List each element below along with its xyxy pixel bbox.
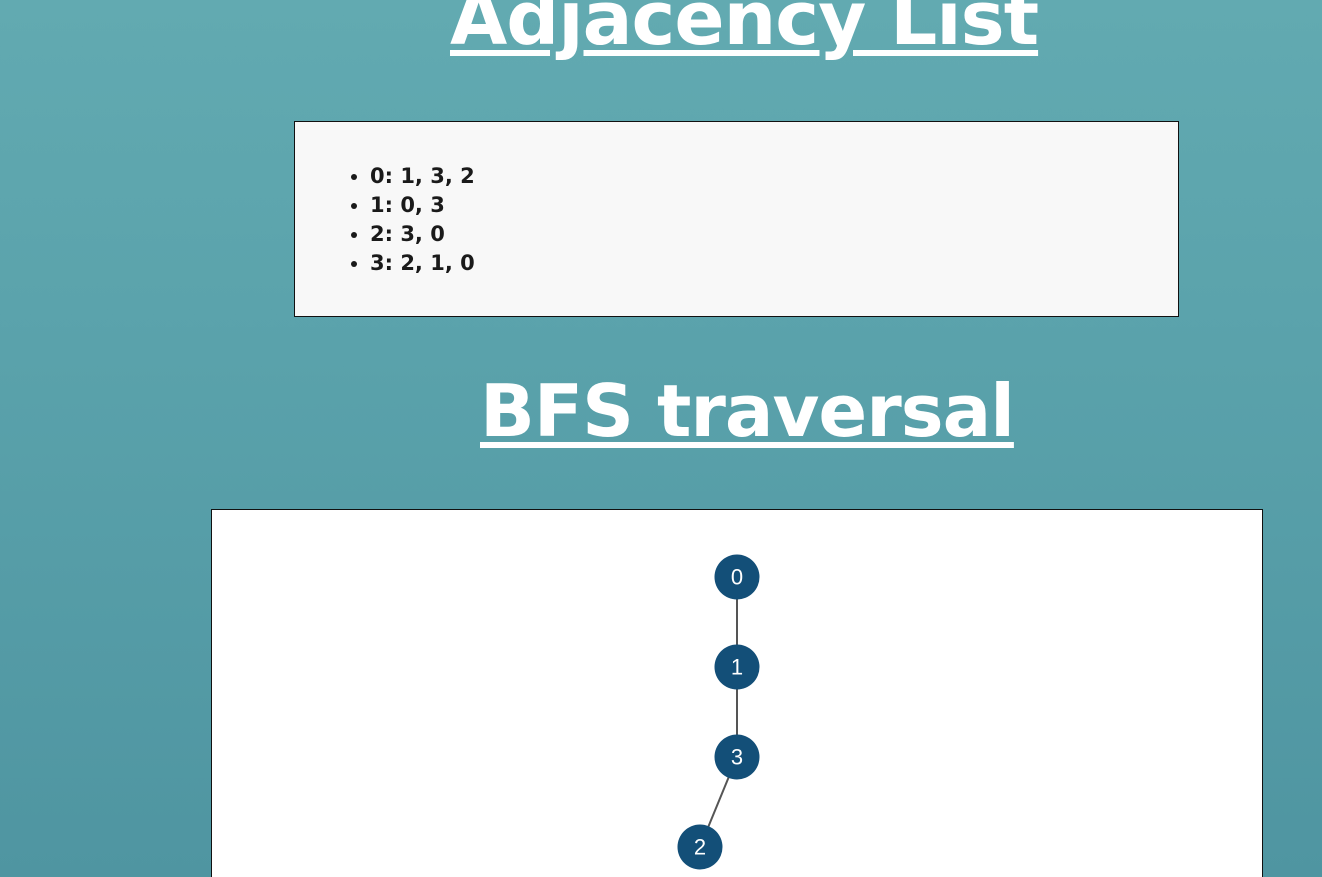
- node-circle: [714, 734, 760, 780]
- node-circle: [714, 644, 760, 690]
- node-label: 2: [694, 835, 706, 860]
- adjacency-item-2: 2: 3, 0: [370, 220, 475, 249]
- graph-edges: [699, 577, 738, 848]
- graph-node-3[interactable]: 3: [714, 734, 760, 780]
- bfs-graph-panel: 0 1 3 2: [211, 509, 1263, 877]
- node-circle: [714, 554, 760, 600]
- adjacency-item-1: 1: 0, 3: [370, 191, 475, 220]
- bfs-traversal-title: BFS traversal: [480, 369, 1015, 453]
- node-circle: [677, 824, 723, 870]
- adjacency-item-0: 0: 1, 3, 2: [370, 162, 475, 191]
- node-label: 3: [731, 745, 743, 770]
- adjacency-list-title: Adjacency List: [450, 0, 1039, 62]
- node-label: 1: [731, 655, 743, 680]
- bfs-graph: 0 1 3 2: [677, 554, 760, 870]
- graph-node-1[interactable]: 1: [714, 644, 760, 690]
- graph-nodes: 0 1 3 2: [677, 554, 760, 870]
- adjacency-item-3: 3: 2, 1, 0: [370, 249, 475, 278]
- graph-node-0[interactable]: 0: [714, 554, 760, 600]
- adjacency-list-panel: 0: 1, 3, 2 1: 0, 3 2: 3, 0 3: 2, 1, 0: [294, 121, 1179, 317]
- adjacency-list: 0: 1, 3, 2 1: 0, 3 2: 3, 0 3: 2, 1, 0: [345, 162, 475, 278]
- graph-node-2[interactable]: 2: [677, 824, 723, 870]
- node-label: 0: [731, 565, 743, 590]
